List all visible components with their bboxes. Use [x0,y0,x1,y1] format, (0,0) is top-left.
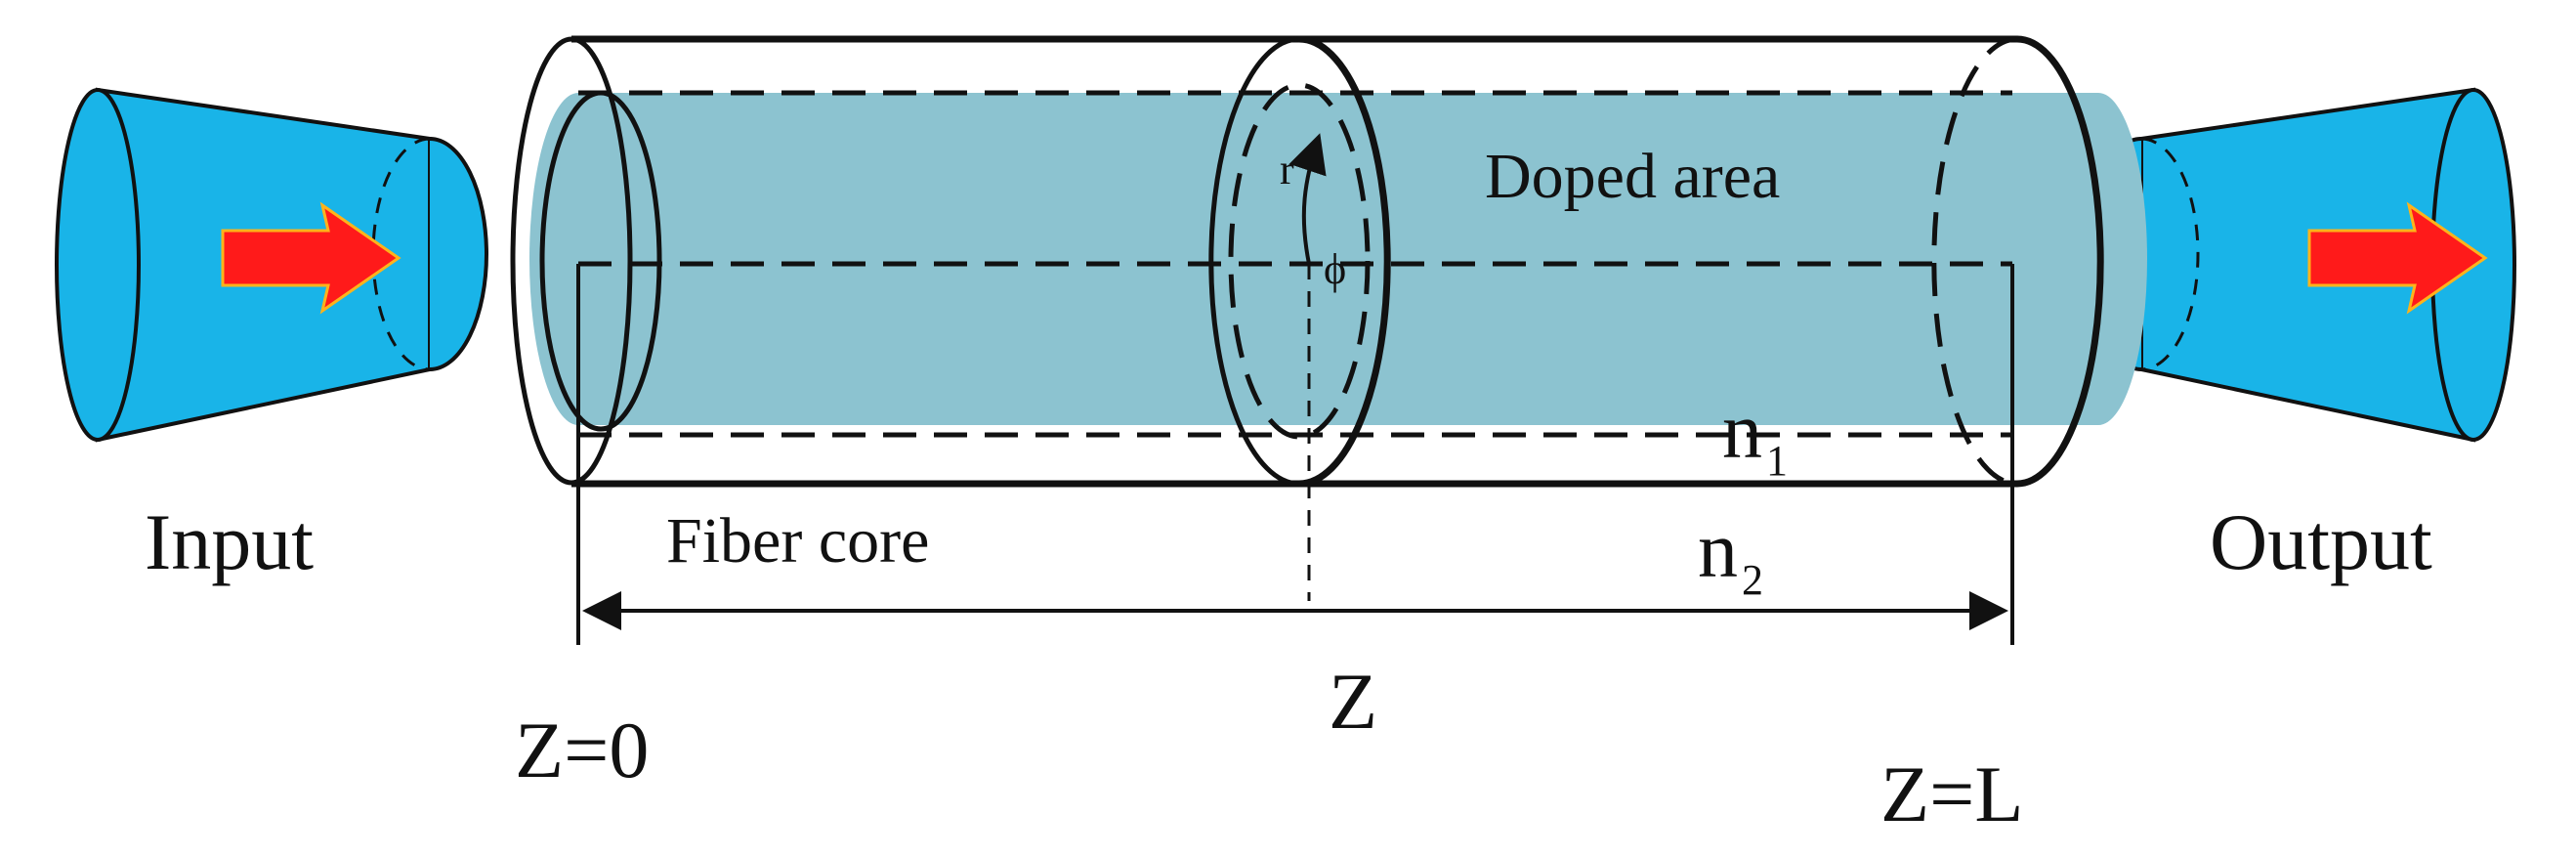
r-label: r [1280,146,1294,193]
input-label: Input [145,497,314,586]
output-arrow [2307,201,2488,315]
doped-area-boundary [576,90,2014,645]
z-end-label: Z=L [1880,750,2023,838]
output-label: Output [2210,497,2432,586]
z-axis-label: Z [1329,657,1377,746]
n1-label: n [1722,386,1762,475]
fiber-core-label: Fiber core [666,505,929,577]
n1-subscript: 1 [1766,437,1788,485]
n2-subscript: 2 [1742,556,1763,604]
n2-label: n [1698,505,1738,594]
doped-area-label: Doped area [1485,141,1780,212]
input-arrow [221,201,401,315]
phi-label: ϕ [1324,245,1346,293]
z-start-label: Z=0 [515,706,649,794]
radial-indicator [1288,133,1327,265]
fiber-core-fill [529,93,2147,425]
